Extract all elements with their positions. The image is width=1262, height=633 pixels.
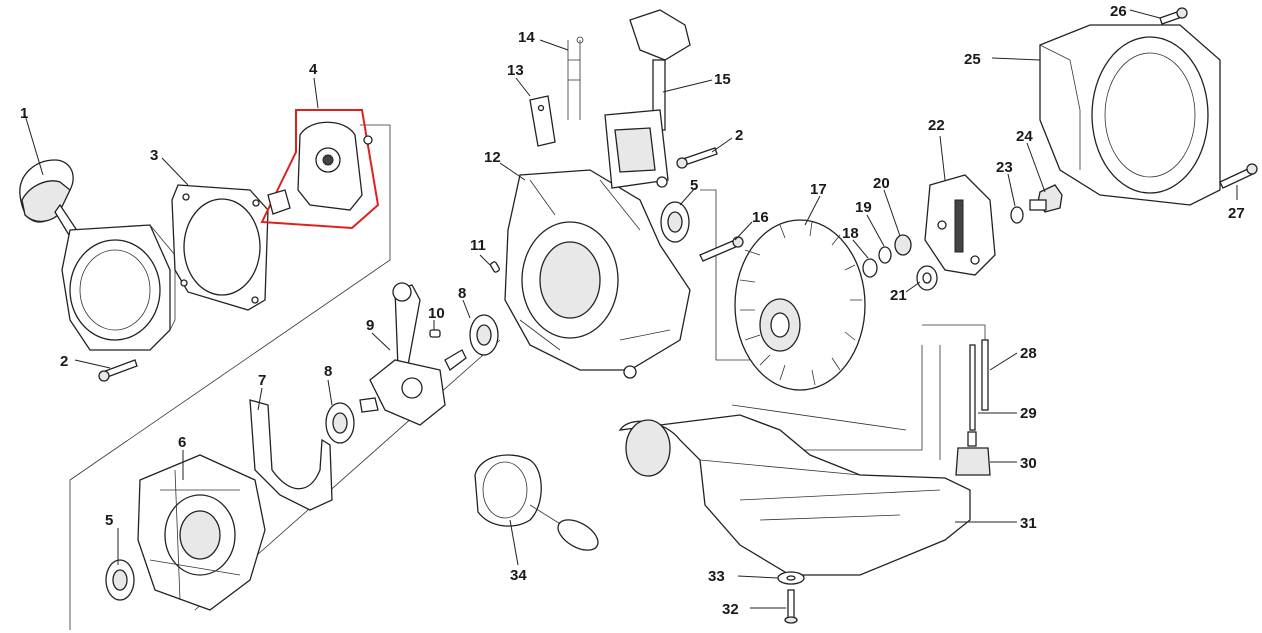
label-part-9: 9 <box>366 317 374 334</box>
label-part-24: 24 <box>1016 128 1033 145</box>
label-part-7: 7 <box>258 372 266 389</box>
label-part-12: 12 <box>484 149 501 166</box>
label-part-31: 31 <box>1020 515 1037 532</box>
part-5-bearing-upper <box>660 201 690 243</box>
label-part-3: 3 <box>150 147 158 164</box>
part-32-screw <box>784 589 798 624</box>
part-6-crankcase-half <box>137 454 266 611</box>
part-13-plate <box>529 95 556 147</box>
label-part-29: 29 <box>1020 405 1037 422</box>
part-2-bolt-upper <box>676 147 718 169</box>
label-part-11: 11 <box>470 237 486 254</box>
part-19-spring-washer <box>878 246 892 264</box>
label-part-32: 32 <box>722 601 739 618</box>
label-part-28: 28 <box>1020 345 1037 362</box>
part-11-pin <box>489 261 501 273</box>
part-7-crankcase-gasket <box>249 399 333 511</box>
part-31-fuel-tank <box>618 414 971 576</box>
part-17-flywheel <box>734 219 866 391</box>
label-part-22: 22 <box>928 117 945 134</box>
part-10-pin <box>429 329 441 338</box>
label-part-13: 13 <box>507 62 524 79</box>
part-28-fuel-line <box>981 339 989 411</box>
part-8-bearing-left <box>325 402 355 444</box>
label-part-33: 33 <box>708 568 725 585</box>
part-22-clutch <box>924 174 996 276</box>
part-33-washer <box>777 571 805 585</box>
part-4-ignition-module <box>260 109 380 230</box>
label-part-16: 16 <box>752 209 769 226</box>
label-part-1: 1 <box>20 105 28 122</box>
label-part-23: 23 <box>996 159 1013 176</box>
part-number-labels: 1 2 2 3 4 5 5 6 7 8 8 9 10 11 12 13 14 1… <box>20 3 1245 618</box>
label-part-2-lower: 2 <box>60 353 68 370</box>
label-part-5-upper: 5 <box>690 177 698 194</box>
label-part-10: 10 <box>428 305 445 322</box>
part-25-clutch-housing <box>1039 24 1221 206</box>
label-part-15: 15 <box>714 71 731 88</box>
part-24-shoulder-bolt <box>1029 184 1063 213</box>
part-15-ignition-coil <box>604 9 691 189</box>
label-part-34: 34 <box>510 567 527 584</box>
label-part-20: 20 <box>873 175 890 192</box>
label-part-5-lower: 5 <box>105 512 113 529</box>
label-part-26: 26 <box>1110 3 1127 20</box>
label-part-19: 19 <box>855 199 872 216</box>
label-part-6: 6 <box>178 434 186 451</box>
part-2-bolt-lower-left <box>98 359 138 382</box>
part-26-screw <box>1159 7 1188 25</box>
label-part-14: 14 <box>518 29 535 46</box>
label-part-25: 25 <box>964 51 981 68</box>
part-8-bearing-right <box>469 314 499 356</box>
part-21-washer <box>916 265 938 291</box>
part-9-crankshaft <box>359 282 467 426</box>
part-1-recoil-starter <box>19 159 176 351</box>
label-part-21: 21 <box>890 287 907 304</box>
label-part-18: 18 <box>842 225 859 242</box>
part-18-washer <box>862 258 878 278</box>
part-30-fuel-filter <box>955 431 991 476</box>
part-34-fuel-cap <box>474 454 599 551</box>
label-part-8-right: 8 <box>458 285 466 302</box>
label-part-2-upper: 2 <box>735 127 743 144</box>
label-part-4: 4 <box>309 61 318 78</box>
part-3-gasket <box>171 184 269 311</box>
part-12-crankcase <box>504 169 691 379</box>
part-29-fuel-line <box>969 344 976 431</box>
part-23-washer <box>1010 206 1024 224</box>
part-27-screw <box>1219 163 1258 189</box>
part-14-wire-harness <box>567 36 584 120</box>
label-part-17: 17 <box>810 181 827 198</box>
leader-lines <box>24 9 1238 609</box>
label-part-8-left: 8 <box>324 363 332 380</box>
label-part-30: 30 <box>1020 455 1037 472</box>
part-16-bolt <box>699 236 744 262</box>
label-part-27: 27 <box>1228 205 1245 222</box>
part-5-bearing-lower-left <box>105 559 135 601</box>
part-20-nut <box>894 234 912 256</box>
